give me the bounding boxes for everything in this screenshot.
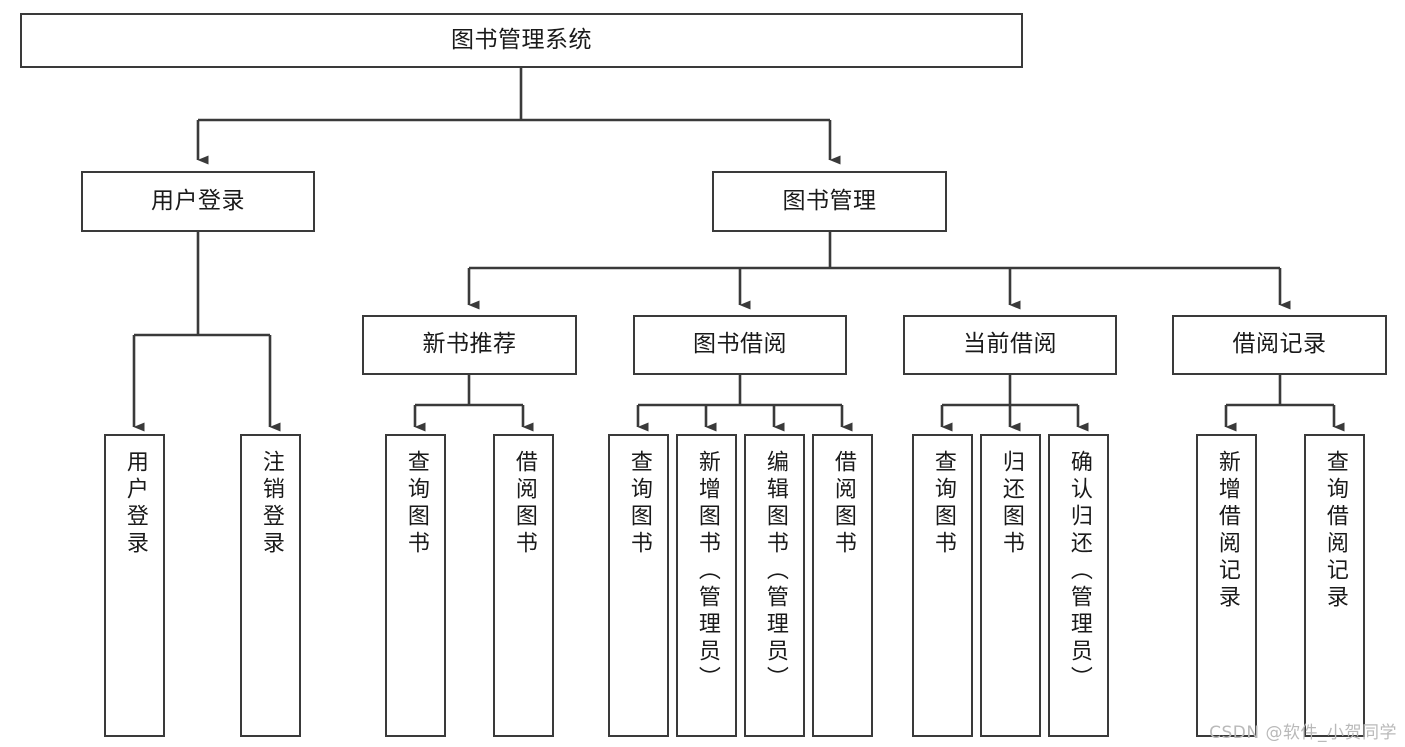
leaf-query-book-1[interactable]: 查询图书 [385,434,446,737]
node-borrow-record-label: 借阅记录 [1232,331,1327,358]
node-book-borrow-label: 图书借阅 [693,331,787,358]
leaf-query-book-3[interactable]: 查询图书 [912,434,973,737]
leaf-query-book-1-label: 查询图书 [403,450,429,558]
leaf-edit-book[interactable]: 编辑图书（管理员） [744,434,805,737]
leaf-add-record-label: 新增借阅记录 [1214,450,1240,612]
node-current-borrow-label: 当前借阅 [963,331,1057,358]
leaf-add-record[interactable]: 新增借阅记录 [1196,434,1257,737]
node-book-manage[interactable]: 图书管理 [712,171,947,232]
leaf-borrow-book-2[interactable]: 借阅图书 [812,434,873,737]
leaf-borrow-book-2-label: 借阅图书 [830,450,856,558]
node-book-manage-label: 图书管理 [782,187,877,214]
node-book-borrow[interactable]: 图书借阅 [633,315,847,375]
leaf-user-login[interactable]: 用户登录 [104,434,165,737]
leaf-user-login-label: 用户登录 [122,450,148,558]
node-root-label: 图书管理系统 [451,26,592,53]
csdn-watermark: CSDN @软件_小贺同学 [1209,723,1397,743]
leaf-confirm-return-label: 确认归还（管理员） [1066,450,1092,693]
node-user-login-label: 用户登录 [151,187,245,214]
leaf-user-logout-label: 注销登录 [258,450,284,558]
leaf-confirm-return[interactable]: 确认归还（管理员） [1048,434,1109,737]
node-user-login[interactable]: 用户登录 [81,171,315,232]
node-new-book-recommend-label: 新书推荐 [422,331,517,358]
leaf-query-record[interactable]: 查询借阅记录 [1304,434,1365,737]
leaf-add-book-label: 新增图书（管理员） [694,450,720,693]
leaf-query-book-2-label: 查询图书 [626,450,652,558]
leaf-borrow-book-1[interactable]: 借阅图书 [493,434,554,737]
leaf-add-book[interactable]: 新增图书（管理员） [676,434,737,737]
leaf-borrow-book-1-label: 借阅图书 [511,450,537,558]
leaf-query-record-label: 查询借阅记录 [1322,450,1348,612]
node-current-borrow[interactable]: 当前借阅 [903,315,1117,375]
node-root[interactable]: 图书管理系统 [20,13,1023,68]
leaf-user-logout[interactable]: 注销登录 [240,434,301,737]
leaf-return-book[interactable]: 归还图书 [980,434,1041,737]
leaf-query-book-2[interactable]: 查询图书 [608,434,669,737]
node-new-book-recommend[interactable]: 新书推荐 [362,315,577,375]
leaf-query-book-3-label: 查询图书 [930,450,956,558]
leaf-edit-book-label: 编辑图书（管理员） [762,450,788,693]
leaf-return-book-label: 归还图书 [998,450,1024,558]
node-borrow-record[interactable]: 借阅记录 [1172,315,1387,375]
